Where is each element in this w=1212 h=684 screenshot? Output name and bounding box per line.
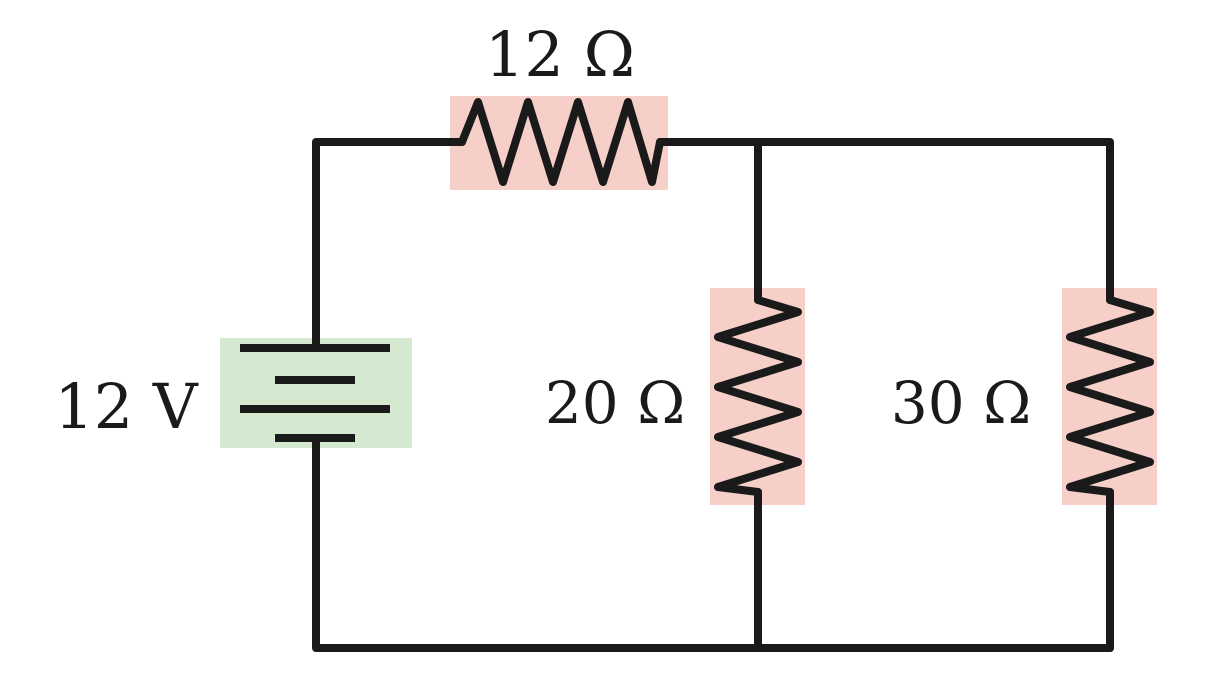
- resistor-middle-zigzag: [714, 296, 802, 496]
- battery-highlight: [220, 338, 412, 448]
- resistor-top-zigzag: [458, 98, 664, 186]
- wire-left-top: [312, 138, 466, 352]
- resistor-middle-label: 20 Ω: [545, 369, 685, 437]
- battery-label: 12 V: [54, 370, 199, 443]
- resistor-right-label: 30 Ω: [891, 369, 1031, 437]
- resistor-top-label: 12 Ω: [485, 18, 635, 91]
- wire-top-middle: [656, 138, 1114, 304]
- resistor-right-zigzag: [1066, 296, 1154, 496]
- wire-bottom: [312, 434, 1114, 652]
